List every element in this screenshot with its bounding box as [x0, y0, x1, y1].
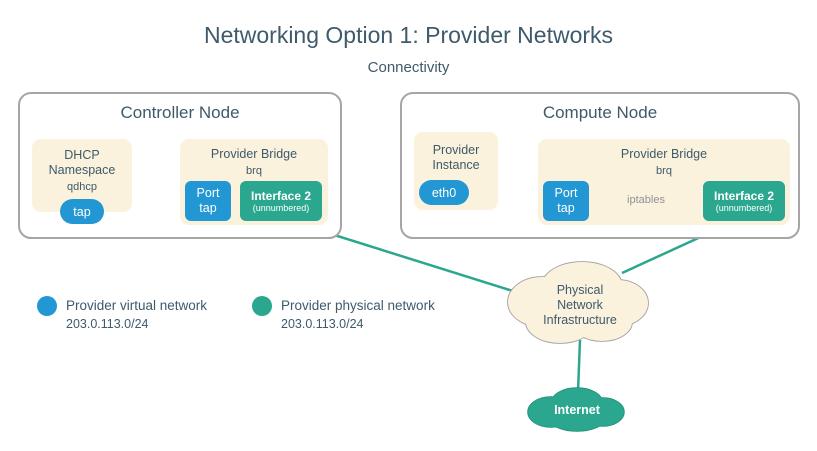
compute-node: Compute Node Provider Instance eth0 Prov…: [400, 92, 800, 239]
compute-interface2-title: Interface 2: [713, 188, 775, 203]
controller-port-tap: Port tap: [185, 181, 231, 221]
dhcp-sub-label: qdhcp: [67, 181, 97, 193]
dhcp-tap-port: tap: [60, 199, 104, 224]
compute-port-line2: tap: [557, 201, 575, 215]
controller-node-label: Controller Node: [120, 103, 240, 122]
physical-network-cloud: [507, 261, 649, 344]
controller-node: Controller Node DHCP Namespace qdhcp tap…: [18, 92, 342, 239]
physical-link-cloud-to-internet: [576, 339, 582, 393]
internet-cloud-label: Internet: [554, 403, 600, 417]
diagram-subtitle: Connectivity: [367, 59, 450, 76]
compute-bridge-title: Provider Bridge: [620, 147, 708, 161]
controller-bridge-sub: brq: [246, 165, 262, 177]
physical-cloud-line2: Network: [557, 298, 603, 312]
legend-physical-dot: [252, 296, 272, 316]
physical-cloud-line1: Physical: [556, 283, 604, 297]
legend-virtual-dot: [37, 296, 57, 316]
legend-virtual-subnet: 203.0.113.0/24: [66, 317, 149, 331]
controller-interface2-sub: (unnumbered): [252, 202, 310, 213]
legend-physical-subnet: 203.0.113.0/24: [281, 317, 364, 331]
compute-interface2: Interface 2 (unnumbered): [703, 181, 785, 221]
legend-physical-label: Provider physical network: [281, 298, 435, 313]
instance-name-line1: Provider: [432, 143, 480, 157]
controller-interface2-title: Interface 2: [250, 188, 312, 203]
instance-eth0-port: eth0: [419, 180, 469, 205]
internet-cloud: [527, 387, 625, 432]
legend-virtual-label: Provider virtual network: [66, 298, 208, 313]
controller-bridge-title: Provider Bridge: [210, 147, 298, 161]
compute-node-label: Compute Node: [542, 103, 658, 122]
compute-port-line1: Port: [554, 186, 578, 200]
iptables-label: iptables: [627, 194, 665, 206]
controller-interface2: Interface 2 (unnumbered): [240, 181, 322, 221]
controller-port-line2: tap: [199, 201, 217, 215]
compute-provider-bridge-box: Provider Bridge brq Port tap Interface 2…: [538, 139, 790, 225]
physical-network-cloud-label: Physical Network Infrastructure: [505, 283, 655, 328]
compute-bridge-sub: brq: [656, 165, 672, 177]
dhcp-name-line1: DHCP: [64, 148, 100, 162]
compute-interface2-sub: (unnumbered): [715, 202, 773, 213]
controller-port-line1: Port: [196, 186, 220, 200]
compute-port-tap: Port tap: [543, 181, 589, 221]
physical-cloud-line3: Infrastructure: [543, 313, 617, 327]
dhcp-name-line2: Namespace: [48, 163, 116, 177]
controller-provider-bridge-box: Provider Bridge brq Port tap Interface 2…: [180, 139, 328, 225]
instance-name-line2: Instance: [432, 158, 480, 172]
diagram-title: Networking Option 1: Provider Networks: [203, 22, 614, 48]
